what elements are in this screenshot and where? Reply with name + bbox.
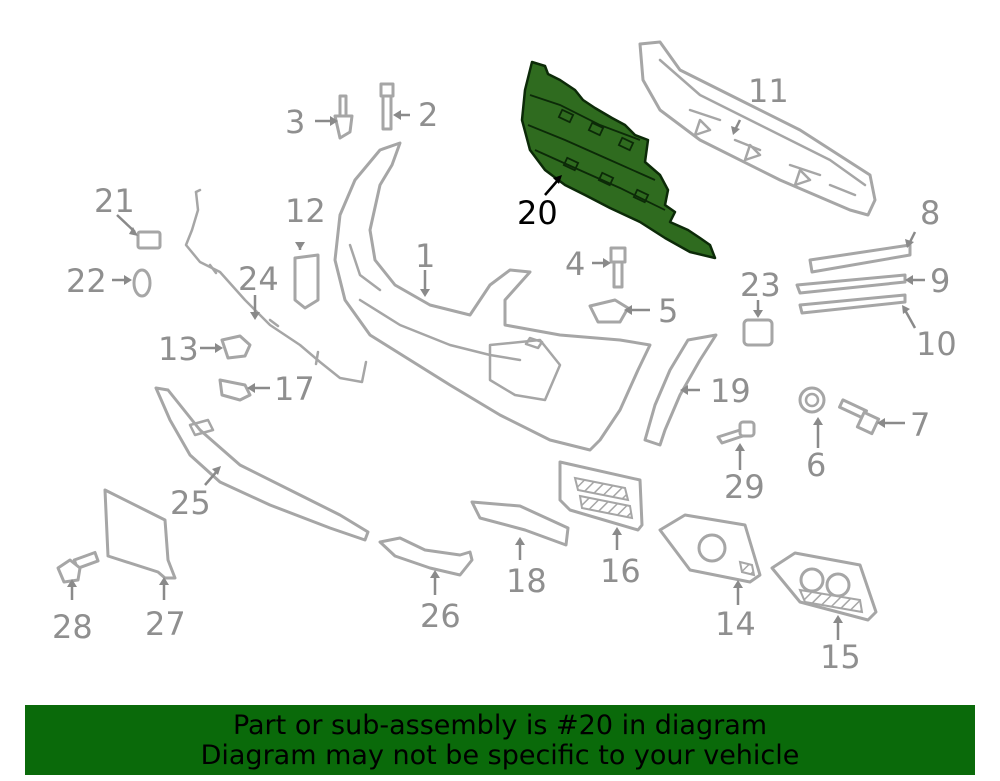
part-28-bolt xyxy=(56,550,100,584)
part-18-trim xyxy=(470,500,570,547)
callout-27: 27 xyxy=(145,605,186,643)
part-21-clip xyxy=(136,230,162,250)
callout-1: 1 xyxy=(415,237,435,275)
callout-20: 20 xyxy=(517,194,558,232)
part-3-rivet xyxy=(333,94,354,140)
callout-13: 13 xyxy=(158,330,199,368)
callout-6: 6 xyxy=(806,446,826,484)
part-26-trim xyxy=(378,536,474,577)
part-16-grille-insert xyxy=(558,460,644,532)
part-25-lower-spoiler xyxy=(154,386,370,542)
callout-18: 18 xyxy=(506,562,547,600)
part-4-bolt xyxy=(609,246,627,289)
callout-4: 4 xyxy=(565,245,585,283)
part-7-bolt xyxy=(838,398,881,436)
part-17-sensor xyxy=(218,378,252,402)
callout-2: 2 xyxy=(418,96,438,134)
callout-25: 25 xyxy=(170,484,211,522)
callout-24: 24 xyxy=(238,260,279,298)
callout-26: 26 xyxy=(420,597,461,635)
part-23-cap xyxy=(742,318,774,347)
part-6-sensor xyxy=(798,386,826,414)
callout-10: 10 xyxy=(916,325,957,363)
part-9-trim-strip xyxy=(795,273,907,295)
callout-3: 3 xyxy=(285,103,305,141)
callout-14: 14 xyxy=(715,605,756,643)
callout-21: 21 xyxy=(94,182,135,220)
part-10-trim-strip xyxy=(798,293,907,315)
callout-22: 22 xyxy=(66,262,107,300)
part-13-sensor-bracket xyxy=(220,334,252,360)
part-24-wiring-harness xyxy=(184,188,368,384)
part-11-impact-absorber xyxy=(638,40,877,217)
part-20-grille-bracket xyxy=(520,60,717,260)
callout-12: 12 xyxy=(285,192,326,230)
callout-17: 17 xyxy=(274,370,315,408)
callout-8: 8 xyxy=(920,194,940,232)
part-5-bracket xyxy=(588,298,630,324)
callout-7: 7 xyxy=(910,406,930,444)
part-27-plate-bracket xyxy=(103,488,177,580)
callout-16: 16 xyxy=(600,552,641,590)
info-banner: Part or sub-assembly is #20 in diagram D… xyxy=(25,705,975,775)
callout-9: 9 xyxy=(930,262,950,300)
callout-15: 15 xyxy=(820,638,861,676)
callout-19: 19 xyxy=(710,372,751,410)
part-14-fog-cover xyxy=(658,513,762,584)
part-8-trim-strip xyxy=(808,243,912,274)
part-29-pin xyxy=(716,420,756,445)
callout-28: 28 xyxy=(52,608,93,646)
part-22-grommet xyxy=(132,268,152,298)
part-12-bracket xyxy=(293,253,320,310)
banner-line-1: Part or sub-assembly is #20 in diagram xyxy=(232,710,768,741)
callout-23: 23 xyxy=(740,266,781,304)
part-2-bolt xyxy=(379,82,395,131)
part-15-fog-cover xyxy=(770,551,878,622)
callout-labels: 1 2 3 4 5 6 7 8 9 10 11 12 13 14 15 16 1… xyxy=(52,72,957,676)
banner-line-2: Diagram may not be specific to your vehi… xyxy=(200,740,800,771)
callout-11: 11 xyxy=(748,72,789,110)
leader-lines xyxy=(67,110,925,640)
callout-5: 5 xyxy=(658,292,678,330)
callout-29: 29 xyxy=(724,468,765,506)
part-1-bumper-cover xyxy=(333,141,652,452)
